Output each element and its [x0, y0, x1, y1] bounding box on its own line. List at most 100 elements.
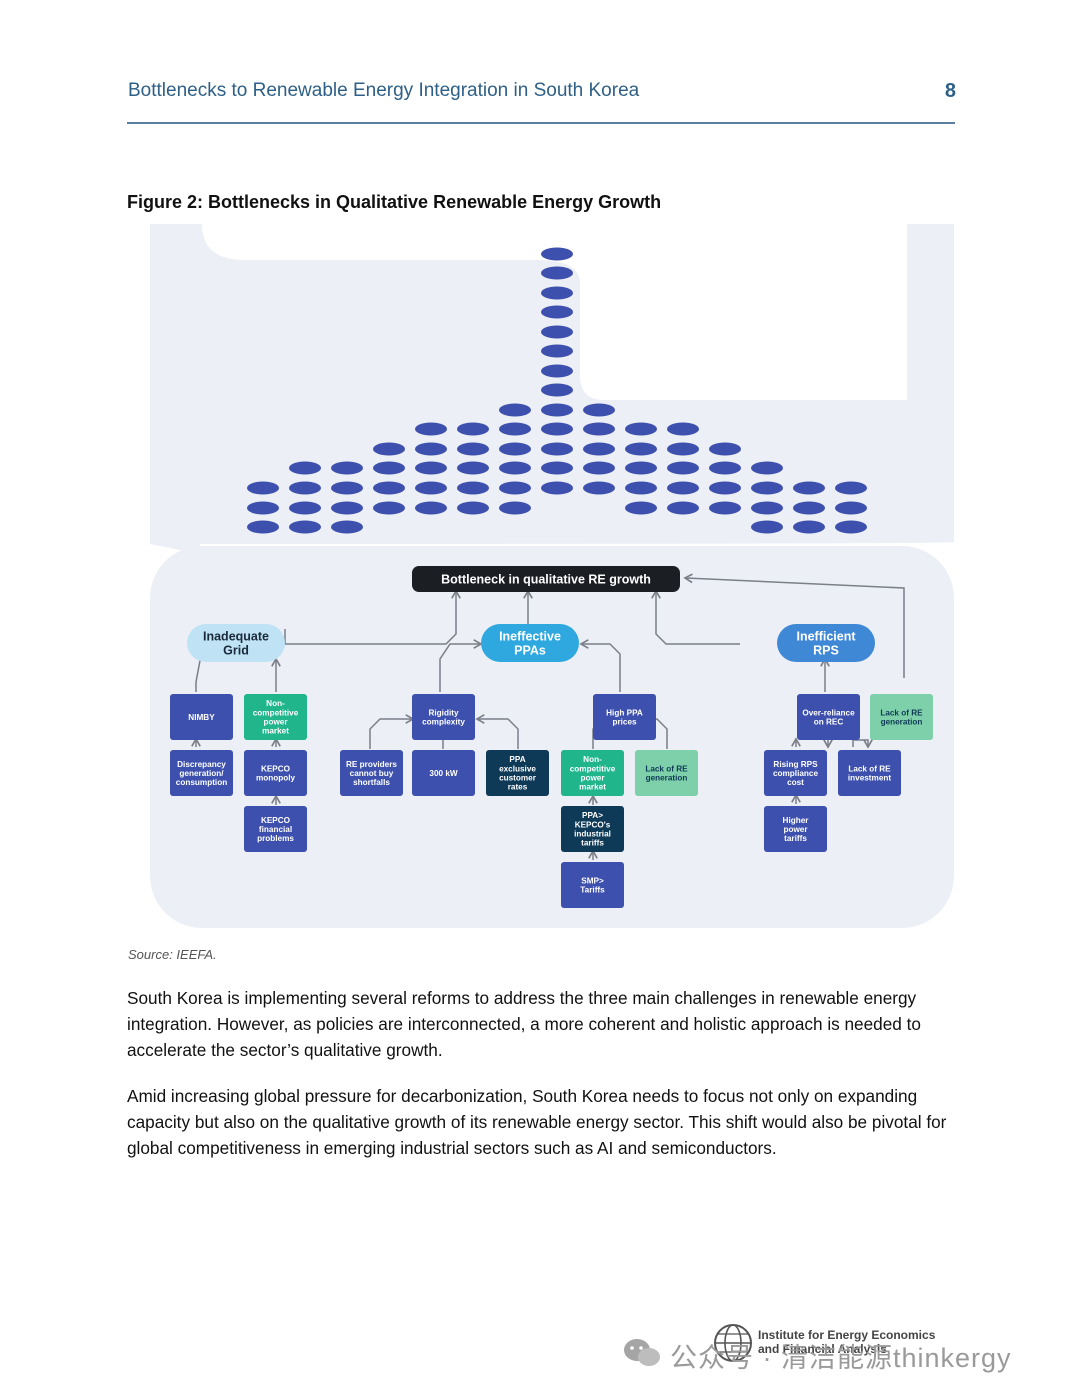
body-paragraph-2: Amid increasing global pressure for deca… — [127, 1086, 947, 1158]
dot — [457, 422, 489, 436]
node-label: competitive — [570, 764, 616, 773]
diagram-nodes: Bottleneck in qualitative RE growthInade… — [170, 566, 933, 908]
node-label: PPA — [509, 755, 525, 764]
dot — [541, 481, 573, 495]
node-box — [561, 806, 624, 852]
dot — [541, 266, 573, 280]
figure-source: Source: IEEFA. — [128, 947, 217, 962]
dot — [541, 364, 573, 378]
node-label: Lack of RE — [645, 764, 688, 773]
dot — [373, 461, 405, 475]
dot — [667, 501, 699, 515]
node-box — [244, 694, 307, 740]
dot — [457, 442, 489, 456]
node-label: Non- — [266, 699, 285, 708]
node-box — [170, 750, 233, 796]
node-label: RE providers — [346, 760, 397, 769]
node-label: RPS — [813, 644, 839, 658]
dot — [625, 481, 657, 495]
node-box — [561, 862, 624, 908]
node-label: power — [263, 718, 288, 727]
node-label: customer — [499, 774, 537, 783]
logo-line-2: and Financial Analysis — [758, 1342, 887, 1356]
node-label: compliance — [773, 769, 818, 778]
dot — [247, 520, 279, 534]
dot — [667, 461, 699, 475]
dot — [709, 481, 741, 495]
node-box — [412, 750, 475, 796]
node-label: tariffs — [784, 834, 807, 843]
node-label: PPAs — [514, 644, 546, 658]
node-label: cost — [787, 778, 804, 787]
diagram-panel — [150, 546, 954, 928]
wechat-icon — [624, 1339, 660, 1366]
node-label: monopoly — [256, 774, 296, 783]
node-label: industrial — [574, 830, 611, 839]
node-label: Non- — [583, 755, 602, 764]
dot — [373, 481, 405, 495]
node-label: exclusive — [499, 764, 536, 773]
logo-text: Institute for Energy Economics and Finan… — [758, 1328, 935, 1356]
node-label: financial — [259, 825, 292, 834]
dot — [625, 442, 657, 456]
node-label: Rigidity — [428, 708, 458, 717]
node-label: problems — [257, 834, 294, 843]
dot — [583, 461, 615, 475]
body-paragraph-1: South Korea is implementing several refo… — [127, 988, 921, 1060]
dot — [289, 501, 321, 515]
dot — [541, 286, 573, 300]
dot — [667, 481, 699, 495]
connector-arrow — [683, 573, 905, 678]
dot — [541, 247, 573, 261]
node-box — [244, 806, 307, 852]
dot — [625, 422, 657, 436]
node-kw300: 300 kW — [412, 750, 475, 796]
dot — [499, 403, 531, 417]
node-label: Bottleneck in qualitative RE growth — [441, 573, 651, 587]
dot — [583, 422, 615, 436]
node-label: Tariffs — [580, 886, 605, 895]
dot — [499, 481, 531, 495]
node-label: competitive — [253, 708, 299, 717]
node-box — [797, 694, 860, 740]
dot — [541, 383, 573, 397]
node-label: shortfalls — [353, 778, 390, 787]
node-box — [481, 624, 579, 662]
dot — [247, 481, 279, 495]
node-label: prices — [612, 718, 637, 727]
node-label: Grid — [223, 644, 249, 658]
node-box — [764, 750, 827, 796]
dot — [751, 461, 783, 475]
node-label: High PPA — [606, 708, 643, 717]
node-box — [187, 624, 285, 662]
dot — [541, 403, 573, 417]
node-label: market — [579, 783, 606, 792]
node-label: power — [580, 774, 605, 783]
dot — [751, 520, 783, 534]
node-box — [486, 750, 549, 796]
dot — [541, 305, 573, 319]
dot — [541, 344, 573, 358]
dot — [415, 461, 447, 475]
dot — [583, 403, 615, 417]
dot — [331, 501, 363, 515]
figure-title: Figure 2: Bottlenecks in Qualitative Ren… — [127, 192, 662, 212]
dot — [541, 461, 573, 475]
page-number: 8 — [944, 80, 956, 102]
node-top-node: Bottleneck in qualitative RE growth — [412, 566, 680, 592]
dot — [457, 481, 489, 495]
node-box — [412, 566, 680, 592]
node-label: complexity — [422, 718, 465, 727]
node-label: Lack of RE — [848, 764, 891, 773]
dot — [793, 501, 825, 515]
node-label: power — [783, 825, 808, 834]
